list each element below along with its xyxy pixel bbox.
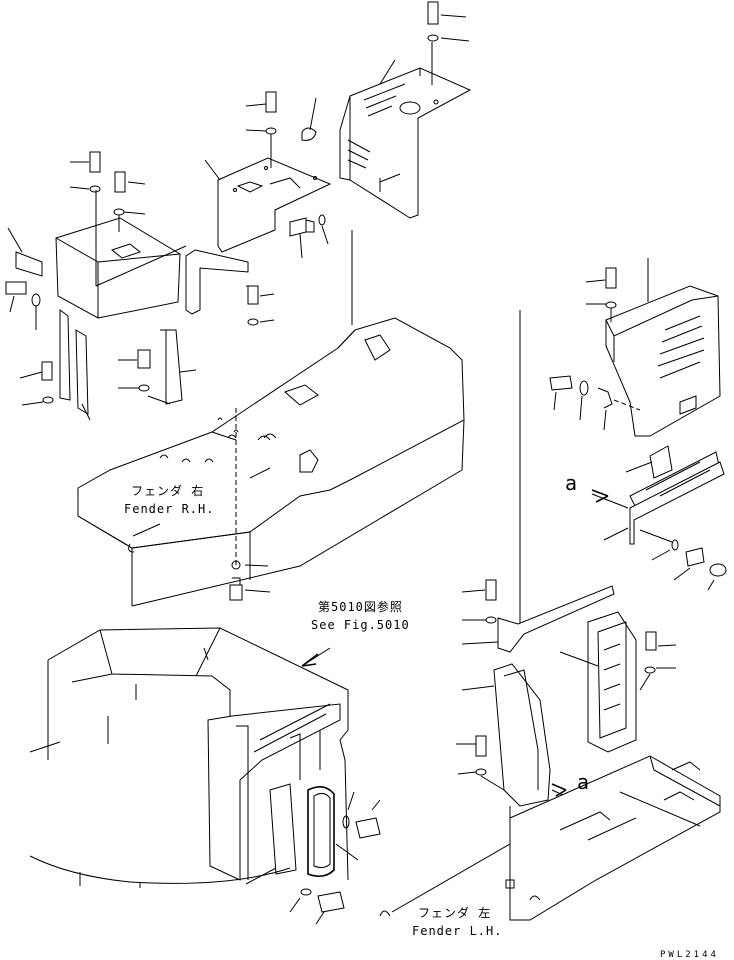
mounting-plate [185, 91, 332, 315]
reference-label-en: See Fig.5010 [311, 618, 410, 632]
fender-lh-frame [379, 755, 721, 921]
handrail-plate [591, 451, 727, 591]
drawing-code: PWL2144 [660, 950, 719, 960]
fender-lh-label-en: Fender L.H. [412, 924, 503, 938]
fender-rh-assembly [77, 317, 465, 607]
view-arrow-a-upper: a [565, 471, 578, 495]
fender-lh-label-jp: フェンダ 左 [418, 906, 492, 920]
console-cover [339, 1, 472, 219]
reference-label-jp: 第5010図参照 [318, 600, 403, 614]
fender-rh-label-en: Fender R.H. [124, 502, 215, 516]
battery-box [5, 151, 275, 421]
cab-body [29, 627, 381, 925]
side-panel-lh [549, 258, 721, 479]
view-arrow-a-lower: a [577, 770, 590, 794]
step-frame [559, 611, 677, 753]
fender-rh-label-jp: フェンダ 右 [131, 484, 205, 498]
step-bracket [456, 579, 615, 807]
